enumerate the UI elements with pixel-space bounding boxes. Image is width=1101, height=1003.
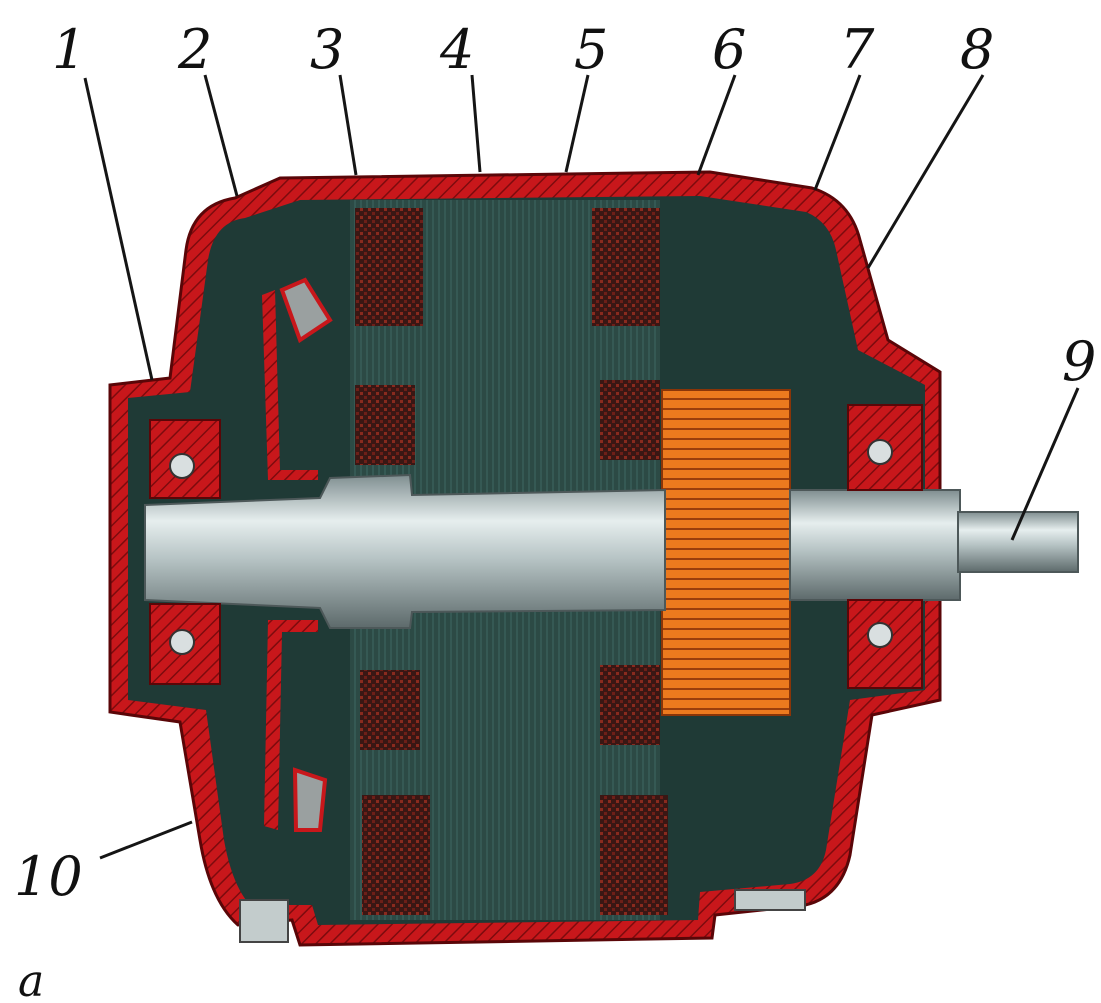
callout-4: 4 [439, 18, 474, 81]
field-winding-low-right [600, 665, 660, 745]
callout-7: 7 [840, 18, 875, 81]
leader-line-8 [866, 74, 985, 269]
callout-6: 6 [712, 18, 746, 81]
mounting-foot-left [239, 899, 289, 943]
bearing-ball-left-lower [169, 629, 195, 655]
leader-line-10 [99, 820, 193, 860]
callout-1: 1 [52, 18, 86, 81]
field-winding-bottom-right [600, 795, 668, 915]
field-winding-top-right [592, 208, 660, 326]
shaft-segment-right [789, 489, 961, 601]
callout-5: 5 [574, 18, 608, 81]
subfigure-label: a [18, 956, 44, 1003]
shaft-output-end [957, 511, 1079, 573]
field-winding-top-left [355, 208, 423, 326]
leader-line-2 [203, 74, 239, 197]
field-winding-mid-right [600, 380, 660, 460]
leader-line-6 [696, 74, 737, 176]
field-winding-low-left [360, 670, 420, 750]
callout-2: 2 [177, 18, 212, 81]
bearing-left-lower [149, 603, 221, 685]
bearing-ball-right-lower [867, 622, 893, 648]
fan-deflector-lower [264, 620, 318, 830]
callout-9: 9 [1062, 330, 1096, 393]
bearing-ball-right-upper [867, 439, 893, 465]
field-winding-mid-left [355, 385, 415, 465]
leader-line-4 [470, 74, 482, 173]
callout-3: 3 [310, 18, 344, 81]
fan-blade-upper [279, 277, 333, 344]
mounting-foot-right [734, 889, 806, 911]
fan-deflector-upper [262, 290, 318, 480]
leader-line-5 [564, 74, 590, 173]
motor-shaft [144, 473, 666, 629]
leader-line-7 [813, 74, 862, 191]
bearing-ball-left-upper [169, 453, 195, 479]
callout-8: 8 [960, 18, 994, 81]
field-winding-bottom-left [362, 795, 430, 915]
leader-line-1 [83, 77, 154, 381]
leader-line-9 [1010, 387, 1080, 541]
fan-blade-lower [292, 767, 328, 832]
bearing-right-lower [847, 599, 923, 689]
callout-10: 10 [14, 845, 83, 908]
commutator [661, 389, 791, 716]
leader-line-3 [338, 74, 358, 176]
